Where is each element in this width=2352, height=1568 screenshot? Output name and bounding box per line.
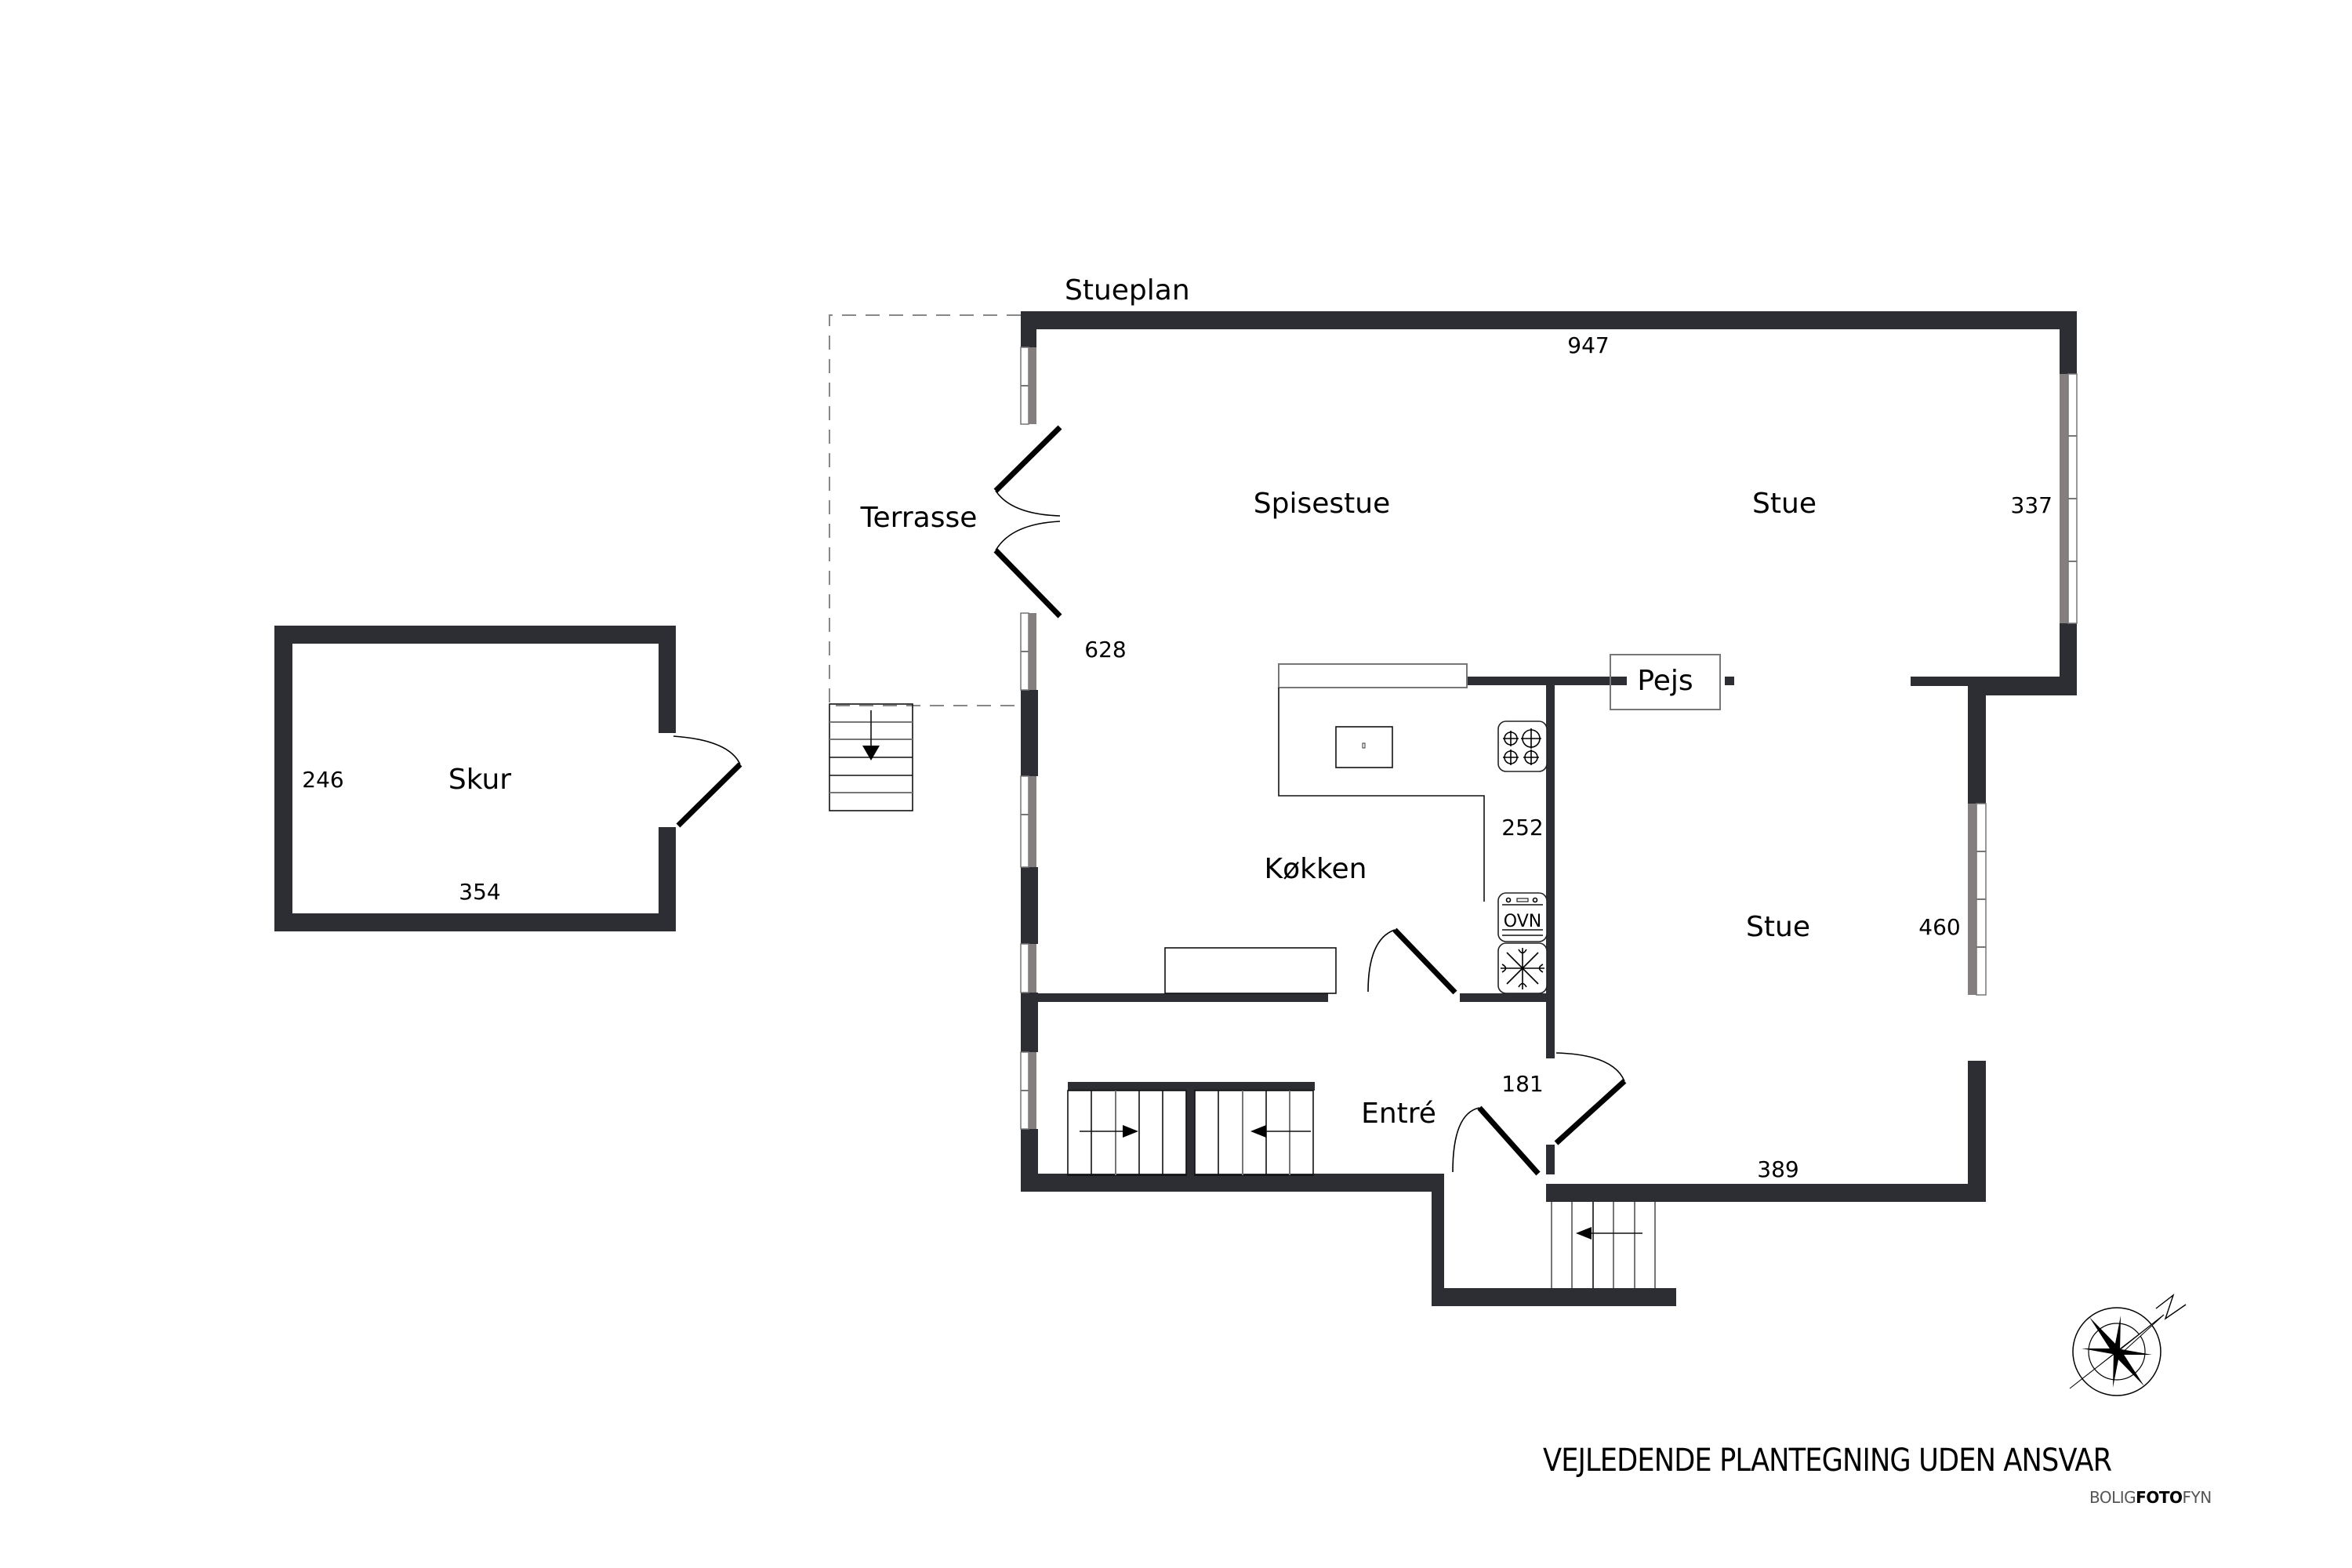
doors [673,425,1627,1176]
compass-rose-icon [2069,1294,2187,1396]
shed-door [673,735,742,828]
kitchen-fixtures: OVN Pejs [1164,654,1721,994]
dimension-246: 246 [302,767,343,793]
window-left-kitchen-2 [1020,943,1036,993]
front-stairs [1551,1202,1656,1288]
oven-label: OVN [1504,912,1541,931]
room-label-kokken: Køkken [1264,853,1367,885]
main-walls [1021,311,2077,1306]
shed-walls [274,626,676,931]
window-left-kitchen-1 [1020,775,1036,868]
brand-part-2: FOTO [2136,1488,2183,1507]
plan-title: Stueplan [1065,274,1190,307]
room-label-stue-lower: Stue [1746,911,1810,943]
dimension-628: 628 [1084,637,1126,662]
windows [1020,347,2078,1130]
stairs-left-arrow-icon [1250,1125,1266,1138]
sink-icon [1335,726,1393,768]
stove-icon [1497,720,1548,772]
kitchen-door [1367,927,1457,995]
front-stairs-arrow-icon [1576,1227,1592,1240]
room-label-stue-upper: Stue [1752,488,1817,520]
room-label-terrasse: Terrasse [860,502,978,534]
dimension-337: 337 [2011,492,2053,518]
disclaimer-text: VEJLEDENDE PLANTEGNING UDEN ANSVAR [1543,1443,2112,1479]
stue-door [1554,1052,1627,1145]
window-left-mid [1020,612,1036,691]
terrace-stairs [829,703,913,811]
kitchen-cabinet [1164,947,1337,994]
stairs-down-arrow-icon [862,746,880,760]
room-label-spisestue: Spisestue [1254,488,1390,520]
terrace-double-door [993,425,1062,619]
terrace-outline [829,314,1021,706]
window-left-top [1020,347,1036,425]
stairs-right-arrow-icon [1123,1125,1138,1138]
dimension-389: 389 [1757,1156,1798,1182]
freezer-icon [1497,942,1548,994]
brand-logo: BOLIGFOTOFYN [2089,1488,2212,1507]
oven-icon: OVN [1497,892,1548,942]
front-door [1452,1105,1541,1176]
fireplace: Pejs [1610,654,1721,710]
window-right-lower [1968,803,1987,996]
room-label-skur: Skur [448,764,511,796]
brand-part-1: BOLIG [2089,1488,2136,1507]
dimension-460: 460 [1918,914,1960,940]
entre-stairs-right [1194,1090,1314,1176]
dimension-354: 354 [459,879,500,905]
fireplace-label: Pejs [1637,665,1693,697]
entre-stairs-left [1067,1090,1187,1176]
dimension-252: 252 [1501,815,1543,840]
window-left-entre [1020,1051,1036,1130]
brand-part-3: FYN [2182,1488,2212,1507]
dimension-181: 181 [1501,1071,1543,1097]
dimension-947: 947 [1567,332,1609,358]
room-label-entre: Entré [1361,1098,1436,1130]
window-right-upper [2060,373,2078,624]
